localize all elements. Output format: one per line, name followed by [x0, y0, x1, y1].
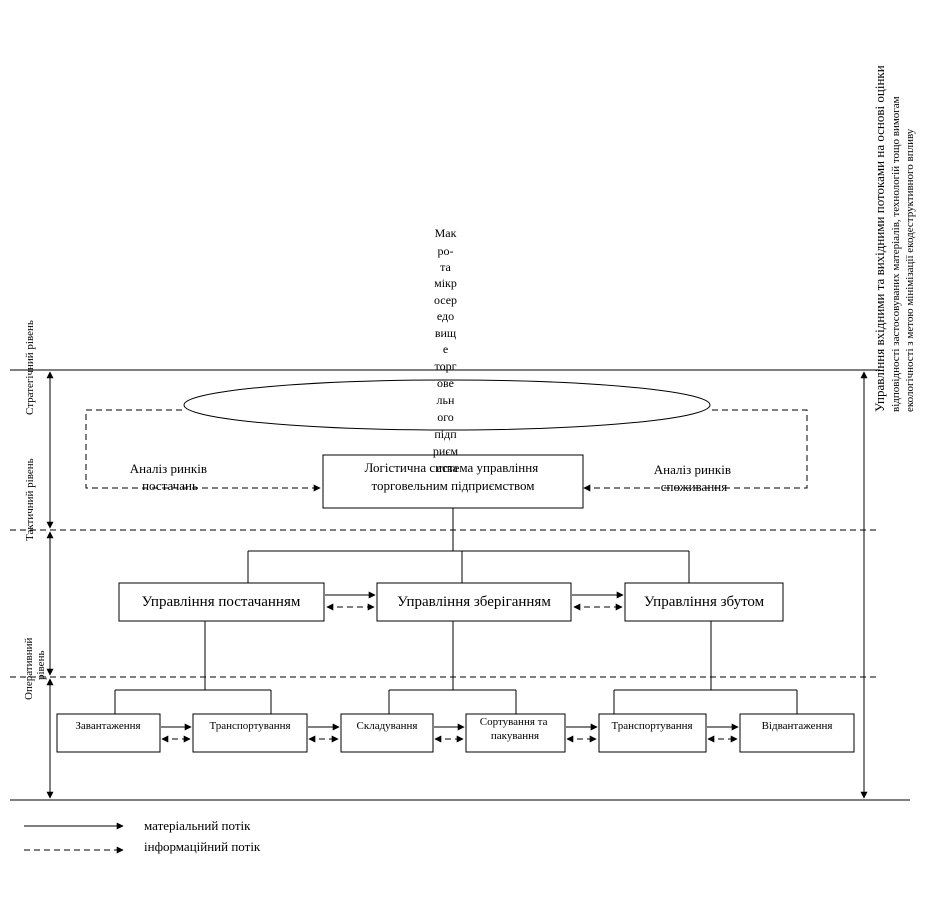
- macro-environment-ellipse: [183, 379, 711, 431]
- transport-box-2: [598, 713, 707, 753]
- market-consumption-line-2: споживання: [661, 479, 727, 494]
- sorting-packing-box: [465, 713, 566, 753]
- loading-label: Завантаження: [75, 720, 140, 732]
- supply-management-label: Управління постачанням: [142, 594, 301, 610]
- macro-line: е: [443, 342, 448, 356]
- market-consumption-analysis: Аналіз ринків споживання: [654, 462, 734, 494]
- macro-line: льн: [437, 393, 455, 407]
- legend-info-label: інформаційний потік: [144, 839, 261, 854]
- macro-line: ове: [437, 376, 454, 390]
- transport-label-1: Транспортування: [209, 720, 290, 732]
- right-note-line-2: відповідності застосовуваних матеріалів,…: [890, 96, 902, 412]
- legend-material-label: матеріальний потік: [144, 818, 251, 833]
- market-supply-line-1: Аналіз ринків: [130, 461, 207, 476]
- strategic-level-label: Стратегічний рівень: [24, 320, 36, 415]
- sorting-line-2: пакування: [491, 730, 539, 742]
- macro-line: вищ: [435, 326, 456, 340]
- macro-line: мікр: [434, 276, 457, 290]
- consumption-analysis-dashed-loop: [583, 409, 808, 492]
- transport-label-2: Транспортування: [611, 720, 692, 732]
- macro-line: підп: [434, 427, 457, 441]
- macro-line: едо: [437, 309, 454, 323]
- tactical-level-label: Тактичний рівень: [24, 458, 36, 541]
- central-label-line-1: Логістична система управління: [365, 460, 539, 475]
- sorting-line-1: Сортування та: [480, 716, 548, 728]
- macro-environment-label: Мак ро- та мікр осер едо вищ е торг ове …: [433, 226, 461, 475]
- sales-management-label: Управління збутом: [644, 594, 765, 610]
- macro-line: ого: [437, 410, 454, 424]
- macro-line: ро-: [438, 244, 454, 258]
- warehousing-box: [340, 713, 434, 753]
- operational-label-line-1: Оперативний: [23, 638, 35, 700]
- macro-line: ства: [436, 461, 458, 475]
- storage-management-label: Управління зберіганням: [397, 594, 551, 610]
- market-supply-line-2: постачань: [142, 478, 198, 493]
- operational-level-label: Оперативний рівень: [23, 635, 47, 700]
- market-supply-analysis: Аналіз ринків постачань: [130, 461, 210, 493]
- supply-management-box: [118, 582, 325, 622]
- storage-management-box: [376, 582, 572, 622]
- sorting-packing-label: Сортування та пакування: [480, 716, 550, 742]
- macro-line: Мак: [435, 226, 457, 240]
- loading-box: [56, 713, 161, 753]
- operational-label-line-2: рівень: [35, 651, 47, 680]
- warehousing-label: Складування: [357, 720, 418, 732]
- transport-box-1: [192, 713, 308, 753]
- market-consumption-line-1: Аналіз ринків: [654, 462, 731, 477]
- shipment-box: [739, 713, 855, 753]
- central-label-line-2: торговельним підприємством: [371, 478, 534, 493]
- sales-management-box: [624, 582, 784, 622]
- right-note-line-1: Управління вхідними та вихідними потокам…: [872, 65, 887, 412]
- central-logistics-label: Логістична система управління торговельн…: [365, 460, 542, 493]
- supply-analysis-dashed-loop: [85, 409, 321, 492]
- right-note-line-3: екологічності з метою мінімізації екодес…: [904, 128, 916, 412]
- macro-line: осер: [434, 293, 457, 307]
- macro-line: та: [440, 260, 451, 274]
- right-note: Управління вхідними та вихідними потокам…: [871, 61, 916, 412]
- shipment-label: Відвантаження: [762, 720, 833, 732]
- macro-line: торг: [434, 359, 456, 373]
